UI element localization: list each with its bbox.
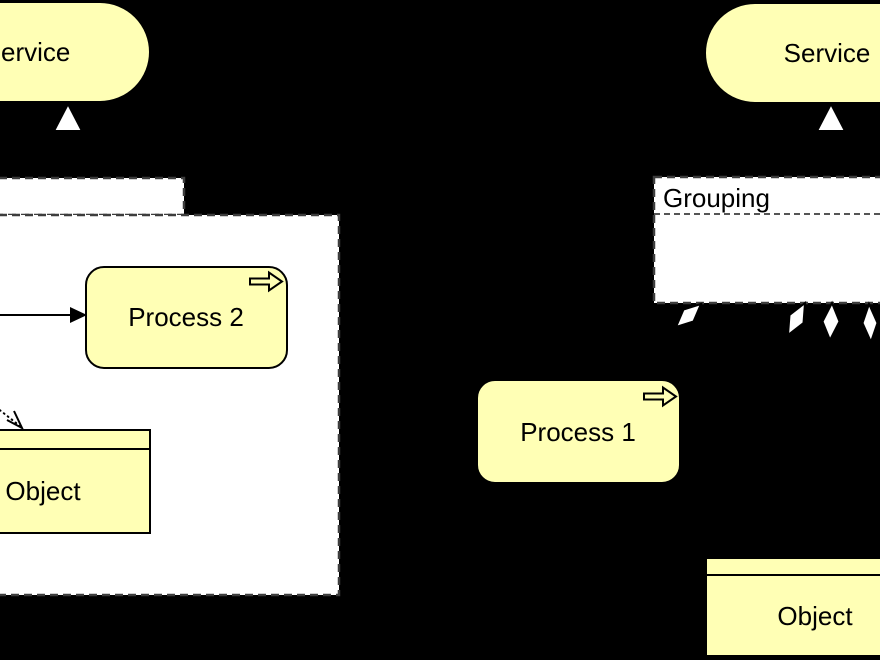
right-grouping-body [652,175,880,305]
object-label-left: Object [5,476,81,506]
realization-triangle-icon-right [815,101,847,132]
process-badge-icon [249,270,284,293]
aggregation-diamond-icon-2 [786,300,807,338]
process-badge-icon [643,385,678,408]
process-1-node [476,379,681,484]
left-grouping-tab [0,176,186,217]
access-arrowhead-icon-left [6,410,25,431]
aggregation-diamond-icon-3 [821,300,841,343]
access-line-left [0,409,21,427]
service-label-left: Service [0,37,70,67]
aggregation-line-2 [674,302,806,528]
object-label-right: Object [777,601,853,631]
aggregation-diamond-icon-1 [674,302,703,329]
service-node-left [0,1,151,103]
realization-triangle-icon-left [52,101,84,132]
service-node-right [704,2,880,104]
access-line-right [604,482,702,552]
process-1-label: Process 1 [520,417,636,447]
access-arrowhead-icon-right [690,542,708,557]
process-2-node [85,266,288,369]
triggering-arrowhead-icon-left [70,307,87,323]
object-node-left [0,429,151,534]
service-label-right: Service [784,38,871,68]
grouping-label: Grouping [663,183,770,213]
aggregation-diamond-icon-4 [861,301,879,345]
process-2-label: Process 2 [128,302,244,332]
